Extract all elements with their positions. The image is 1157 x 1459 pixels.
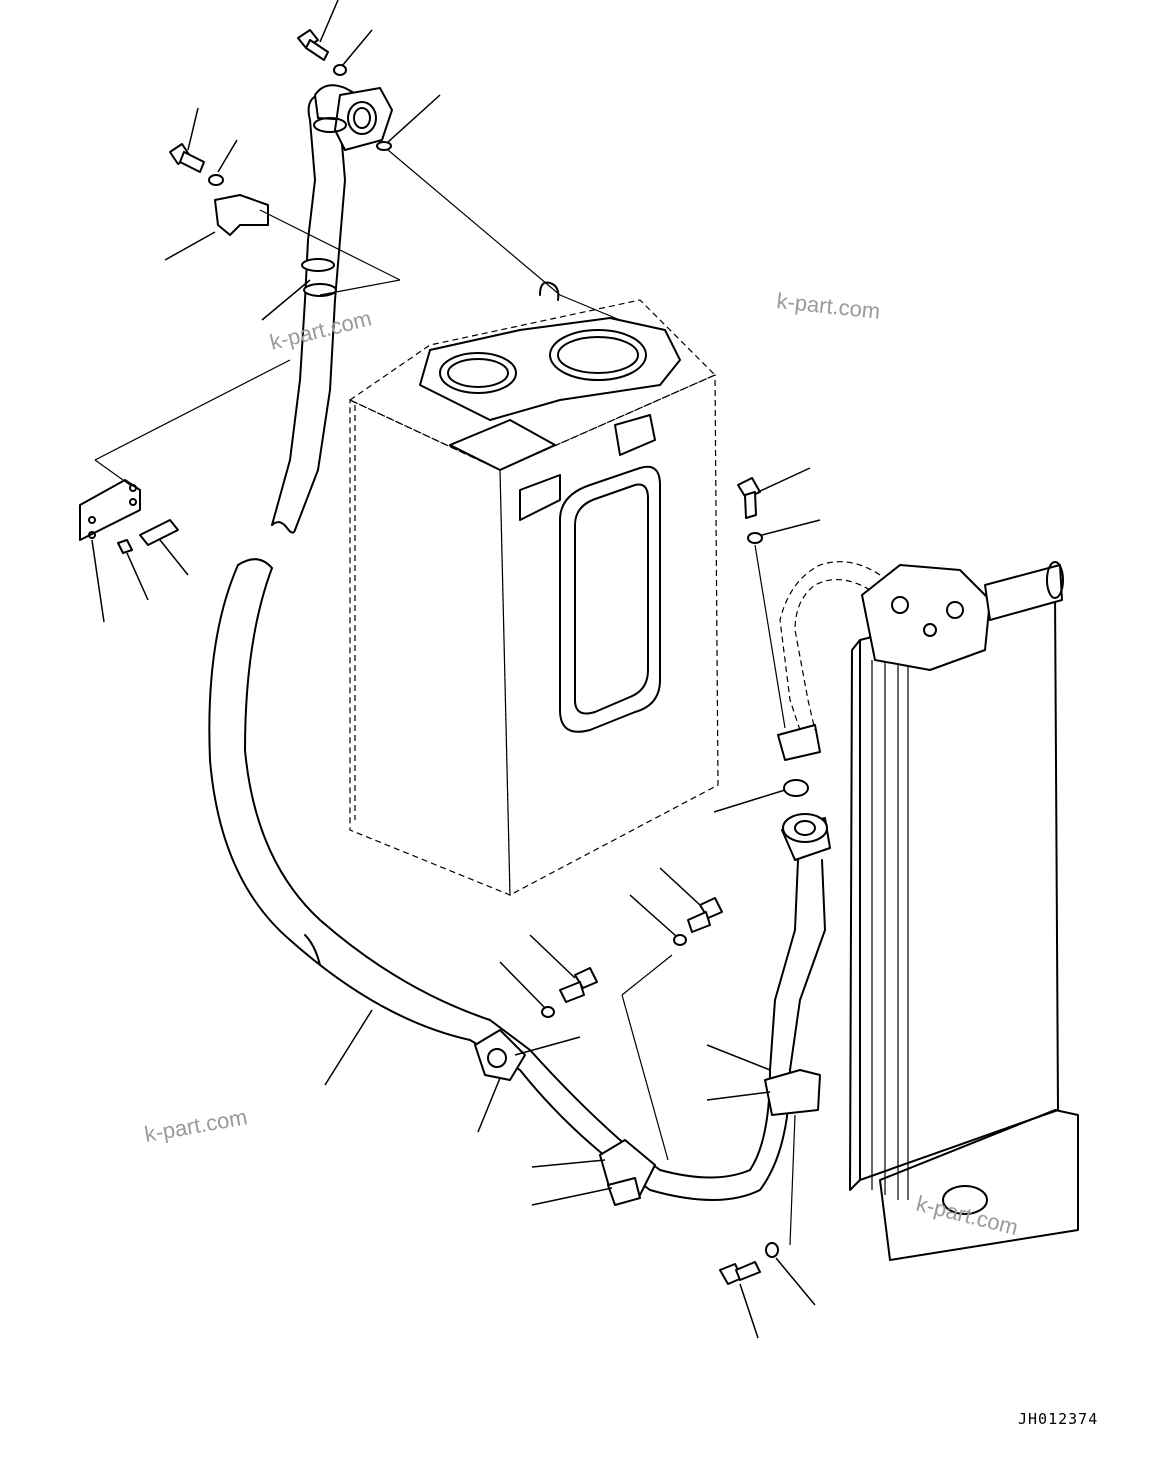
watermark: k-part.com — [143, 1104, 250, 1147]
hydraulic-tank — [348, 281, 719, 896]
watermark: k-part.com — [267, 305, 374, 354]
watermark: k-part.com — [775, 288, 881, 324]
upper-hose — [271, 84, 393, 534]
lower-hose — [208, 558, 831, 1206]
oil-cooler — [777, 561, 1079, 1261]
drawing-code: JH012374 — [1018, 1410, 1098, 1428]
fasteners — [79, 29, 779, 1285]
callout-leaders — [91, 0, 821, 1339]
watermark: k-part.com — [914, 1191, 1021, 1240]
